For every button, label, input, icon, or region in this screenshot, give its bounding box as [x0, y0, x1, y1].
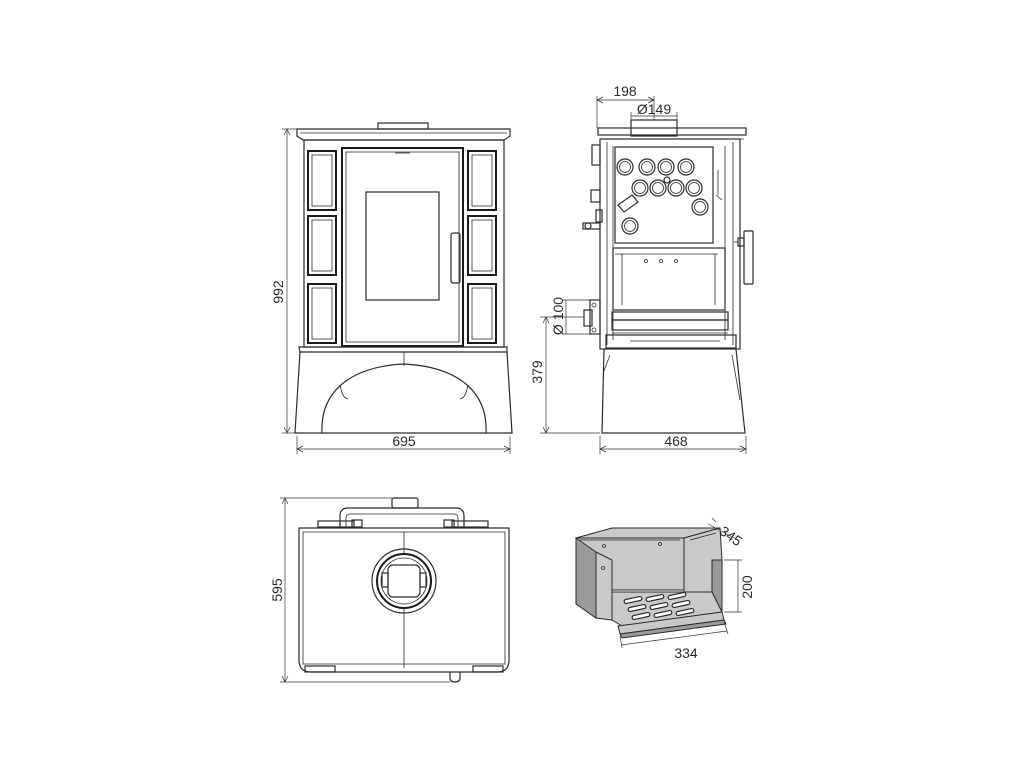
label-side-depth: 468	[664, 433, 688, 449]
side-grate	[611, 311, 729, 321]
dim-top-depth	[280, 497, 450, 683]
front-body	[303, 139, 505, 348]
side-body	[599, 138, 741, 350]
dim-front-width	[296, 436, 511, 454]
side-firebox	[612, 247, 726, 311]
front-base	[294, 351, 513, 434]
top-flue-ring	[371, 548, 437, 614]
side-air-inlet	[589, 299, 601, 335]
top-rear-flue	[391, 497, 419, 509]
front-view: 992 695	[270, 122, 513, 454]
dim-side-outlet-diameter	[630, 112, 678, 120]
top-view: 595	[269, 497, 510, 683]
side-heat-exchanger	[614, 146, 714, 244]
side-heat-exchanger-tubes	[616, 158, 723, 235]
front-left-tiles	[307, 150, 337, 344]
front-door	[341, 147, 464, 347]
dim-side-depth	[599, 436, 747, 454]
label-firebox-height: 200	[739, 575, 755, 599]
firebox-insert: 345 200 334	[575, 517, 755, 661]
dim-side-inlet-height	[540, 316, 600, 434]
dim-firebox-depth	[707, 517, 739, 541]
label-side-inlet-height: 379	[529, 360, 545, 384]
side-view: 198 Ø149 Ø 100 379	[529, 83, 754, 454]
label-top-depth: 595	[269, 578, 285, 602]
dim-front-height	[282, 128, 300, 434]
side-top-plate	[597, 127, 747, 136]
firebox-grate	[623, 591, 695, 621]
top-front-knob	[449, 672, 461, 683]
side-door-handle	[734, 230, 754, 285]
front-door-handle	[450, 232, 461, 284]
front-top-plate	[296, 128, 511, 141]
label-side-outlet-diameter: Ø149	[637, 101, 671, 117]
label-firebox-width: 334	[674, 645, 698, 661]
label-side-outlet-offset: 198	[613, 83, 637, 99]
label-side-inlet-diameter: Ø 100	[550, 297, 566, 335]
top-handle-rail	[339, 507, 465, 527]
firebox-left-wall	[575, 537, 597, 619]
dim-firebox-height	[724, 559, 742, 613]
front-flue-collar	[377, 122, 429, 130]
label-front-width: 695	[392, 433, 416, 449]
front-right-tiles	[467, 150, 497, 344]
side-ashpan	[605, 334, 737, 349]
front-base-rim	[298, 346, 508, 353]
dim-firebox-width	[619, 621, 729, 649]
front-door-glass	[365, 191, 440, 301]
label-front-height: 992	[270, 280, 286, 304]
top-flue-plate	[387, 564, 421, 598]
side-base	[601, 348, 746, 434]
side-left-fittings	[582, 144, 603, 335]
